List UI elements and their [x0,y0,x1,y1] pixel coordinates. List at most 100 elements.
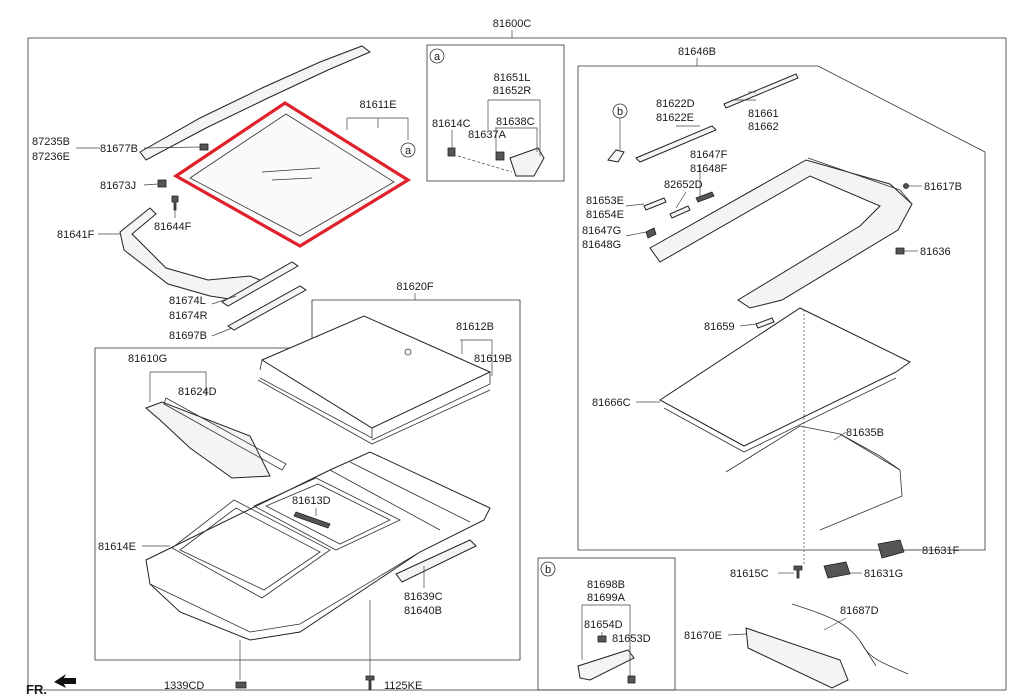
label-81617B: 81617B [924,181,962,193]
pad-81653E[interactable] [643,197,667,211]
label-81653E: 81653E [586,195,624,207]
cable-81647F[interactable] [695,191,715,203]
label-82652D: 82652D [664,179,703,191]
guide-81661[interactable] [723,73,799,109]
seal-81624D[interactable] [163,397,287,471]
label-front: FR. [26,682,47,697]
label-81661: 81661 [748,108,779,120]
clip-81673J[interactable] [157,179,167,188]
part-labels: 81600C a a b b 81611E 87235B 87236E 8167… [26,18,962,697]
front-roof-parts [119,45,412,331]
label-81654E: 81654E [586,209,624,221]
drain-hose-81670E[interactable] [745,627,849,689]
motor-81631F[interactable] [877,539,905,559]
callout-a-badge-text: a [405,145,412,157]
weatherstrip-81697B[interactable] [227,285,307,331]
label-81687D: 81687D [840,605,879,617]
screw-81615C[interactable] [793,565,803,579]
label-81639C: 81639C [404,591,443,603]
label-81631G: 81631G [864,568,903,580]
callout-a-header-text: a [434,51,441,63]
leader-lines [76,91,922,680]
label-81600C: 81600C [493,18,532,30]
bracket-81637A[interactable] [495,151,505,161]
detail-a-parts [447,147,545,177]
label-81666C: 81666C [592,397,631,409]
label-81624D: 81624D [178,386,217,398]
label-81636: 81636 [920,246,951,258]
wiring-81687D[interactable] [791,603,909,675]
clip-81653D[interactable] [627,675,636,684]
label-81674L: 81674L [169,295,206,307]
screw-81617B[interactable] [903,183,909,189]
label-81646B: 81646B [678,46,716,58]
detail-b-parts [577,635,636,684]
label-81697B: 81697B [169,330,207,342]
bolt-1125KE[interactable] [365,675,375,691]
label-81670E: 81670E [684,630,722,642]
callout-b-header-text: b [545,564,551,576]
label-81614E: 81614E [98,541,136,553]
rail-81613D[interactable] [293,511,331,529]
label-81698B: 81698B [587,579,625,591]
screw-81644F[interactable] [171,195,179,211]
glass-mark [404,348,412,356]
pad-81659[interactable] [755,317,775,329]
callout-a-header [429,48,445,64]
front-direction-arrow [54,674,76,688]
rear-glass-81610G[interactable] [145,401,271,479]
label-81654D: 81654D [584,619,623,631]
label-81644F: 81644F [154,221,192,233]
label-87235B: 87235B [32,136,70,148]
label-81647G: 81647G [582,225,621,237]
label-81641F: 81641F [57,229,95,241]
mechanism-parts [607,73,913,689]
label-81662: 81662 [748,121,779,133]
weatherstrip-81674[interactable] [221,261,299,307]
label-81648F: 81648F [690,163,728,175]
label-81652R: 81652R [493,85,532,97]
label-81622D: 81622D [656,98,695,110]
bracket-81639C[interactable] [395,539,477,583]
label-81659: 81659 [704,321,735,333]
guide-81622E[interactable] [635,125,717,163]
screw-81636[interactable] [895,247,905,255]
bracket-81698B[interactable] [577,649,635,681]
label-81620F: 81620F [396,281,434,293]
bracket-81638C[interactable] [509,147,545,177]
motor-81631G[interactable] [823,561,851,579]
label-81677B: 81677B [100,143,138,155]
label-81640B: 81640B [404,605,442,617]
shoe-81647G[interactable] [645,227,657,239]
clip-81614C[interactable] [447,147,456,157]
bracket-81622D[interactable] [607,149,625,163]
bolt-1339CD[interactable] [235,681,247,689]
rail-assembly[interactable] [649,159,913,309]
label-81610G: 81610G [128,353,167,365]
clip-81677B[interactable] [199,143,209,151]
label-81651L: 81651L [494,72,531,84]
label-81614C: 81614C [432,118,471,130]
label-81699A: 81699A [587,592,626,604]
label-81638C: 81638C [496,116,535,128]
label-81648G: 81648G [582,239,621,251]
label-81622E: 81622E [656,112,694,124]
label-81611E: 81611E [359,99,396,111]
sunshade-81666C[interactable] [659,307,911,447]
highlighted-panel-inner [189,113,395,237]
clip-81654D[interactable] [597,635,607,643]
label-81653D: 81653D [612,633,651,645]
pad-82652D[interactable] [669,205,691,219]
label-81635B: 81635B [846,427,884,439]
label-81647F: 81647F [690,149,728,161]
motor-harness[interactable] [725,425,903,531]
label-81615C: 81615C [730,568,769,580]
label-1125KE: 1125KE [384,680,422,692]
label-81674R: 81674R [169,310,208,322]
label-1339CD: 1339CD [164,680,204,692]
roof-moulding[interactable] [139,45,371,161]
label-81631F: 81631F [922,545,960,557]
callout-a-badge [400,142,416,158]
highlighted-panel-outline[interactable] [172,101,412,248]
